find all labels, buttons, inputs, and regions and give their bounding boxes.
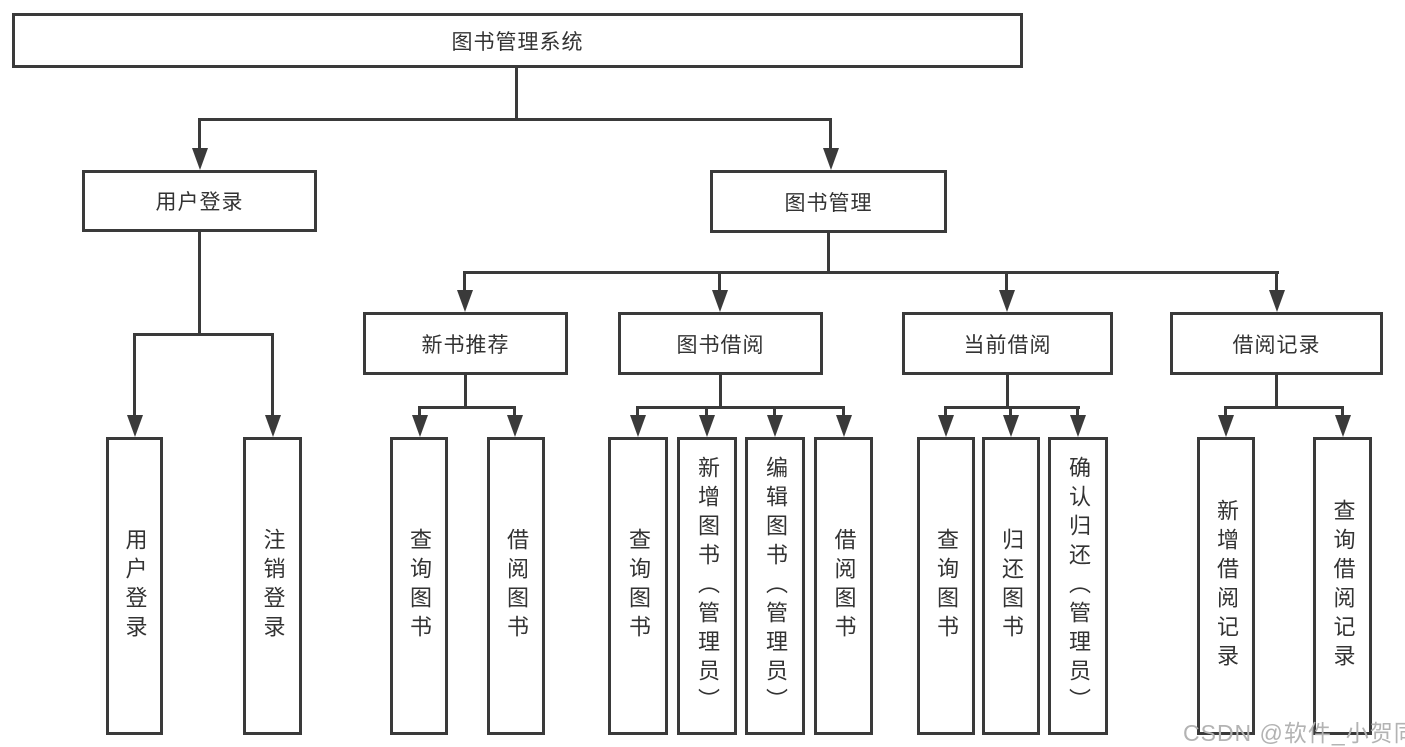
connector-stem-records xyxy=(1275,271,1278,294)
leaf-add-books-admin: 新增图书（管理员） xyxy=(677,437,737,735)
leaf-logout-login: 注销登录 xyxy=(243,437,302,735)
connector-recommend-stem xyxy=(464,375,467,408)
connector-stem xyxy=(944,406,947,420)
arrow-down-icon xyxy=(712,290,728,312)
connector-user-login-branch xyxy=(133,333,274,336)
connector-stem-leaf-user-login xyxy=(133,333,136,419)
connector-stem-book-management xyxy=(829,118,832,152)
node-label: 当前借阅 xyxy=(963,333,1052,357)
node-label: 图书借阅 xyxy=(676,333,765,357)
leaf-label: 用户登录 xyxy=(122,528,148,644)
leaf-borrow-books-borrow: 借阅图书 xyxy=(814,437,873,735)
leaf-label: 借阅图书 xyxy=(504,528,529,644)
connector-stem xyxy=(842,406,845,420)
arrow-down-icon xyxy=(938,415,954,437)
connector-stem-borrow xyxy=(718,271,721,294)
leaf-query-borrow-record: 查询借阅记录 xyxy=(1313,437,1372,735)
arrow-down-icon xyxy=(457,290,473,312)
leaf-label: 查询借阅记录 xyxy=(1330,499,1356,673)
arrow-down-icon xyxy=(412,415,428,437)
node-new-book-recommend: 新书推荐 xyxy=(363,312,568,375)
node-current-borrowing: 当前借阅 xyxy=(902,312,1113,375)
arrow-down-icon xyxy=(1269,290,1285,312)
node-label: 借阅记录 xyxy=(1232,333,1321,357)
node-library-management-system: 图书管理系统 xyxy=(12,13,1023,68)
leaf-label: 注销登录 xyxy=(260,528,286,644)
leaf-label: 确认归还（管理员） xyxy=(1066,455,1091,717)
leaf-label: 查询图书 xyxy=(934,528,959,644)
node-book-management: 图书管理 xyxy=(710,170,947,233)
node-label: 图书管理系统 xyxy=(451,30,584,54)
connector-book-management-stem xyxy=(827,233,830,273)
leaf-label: 归还图书 xyxy=(999,528,1024,644)
node-label: 用户登录 xyxy=(155,191,244,214)
arrow-down-icon xyxy=(192,148,208,170)
leaf-label: 查询图书 xyxy=(407,528,432,644)
leaf-add-borrow-record: 新增借阅记录 xyxy=(1197,437,1255,735)
connector-current-stem xyxy=(1006,375,1009,408)
arrow-down-icon xyxy=(630,415,646,437)
node-borrowing-records: 借阅记录 xyxy=(1170,312,1383,375)
connector-stem-user-login xyxy=(198,118,201,152)
connector-records-branch xyxy=(1224,406,1344,409)
leaf-query-books-current: 查询图书 xyxy=(917,437,975,735)
arrow-down-icon xyxy=(699,415,715,437)
connector-stem xyxy=(705,406,708,420)
connector-stem xyxy=(773,406,776,420)
connector-stem xyxy=(1341,406,1344,420)
connector-stem xyxy=(513,406,516,420)
connector-stem-recommend xyxy=(463,271,466,294)
arrow-down-icon xyxy=(767,415,783,437)
connector-borrow-branch xyxy=(636,406,845,409)
arrow-down-icon xyxy=(1218,415,1234,437)
node-label: 新书推荐 xyxy=(421,333,510,357)
leaf-return-books: 归还图书 xyxy=(982,437,1040,735)
arrow-down-icon xyxy=(507,415,523,437)
connector-recommend-branch xyxy=(418,406,516,409)
leaf-user-login: 用户登录 xyxy=(106,437,163,735)
leaf-query-books-borrow: 查询图书 xyxy=(608,437,668,735)
connector-stem xyxy=(1076,406,1079,420)
leaf-query-books-recommend: 查询图书 xyxy=(390,437,448,735)
csdn-watermark: CSDN @软件_小贺同学 xyxy=(1183,720,1405,746)
arrow-down-icon xyxy=(1335,415,1351,437)
connector-borrow-stem xyxy=(719,375,722,408)
connector-root-branch xyxy=(198,118,832,121)
connector-stem-leaf-logout xyxy=(271,333,274,419)
leaf-borrow-books-recommend: 借阅图书 xyxy=(487,437,545,735)
node-label: 图书管理 xyxy=(784,191,873,215)
connector-stem-current xyxy=(1005,271,1008,294)
arrow-down-icon xyxy=(836,415,852,437)
arrow-down-icon xyxy=(1003,415,1019,437)
node-book-borrowing: 图书借阅 xyxy=(618,312,823,375)
arrow-down-icon xyxy=(265,415,281,437)
leaf-label: 编辑图书（管理员） xyxy=(763,455,788,717)
arrow-down-icon xyxy=(999,290,1015,312)
leaf-label: 借阅图书 xyxy=(831,528,857,644)
connector-stem xyxy=(1224,406,1227,420)
leaf-label: 新增借阅记录 xyxy=(1214,499,1239,673)
leaf-label: 查询图书 xyxy=(626,528,651,644)
connector-stem xyxy=(418,406,421,420)
connector-stem xyxy=(636,406,639,420)
connector-root-stem xyxy=(515,68,518,120)
node-user-login: 用户登录 xyxy=(82,170,317,232)
arrow-down-icon xyxy=(127,415,143,437)
connector-current-branch xyxy=(944,406,1080,409)
arrow-down-icon xyxy=(1070,415,1086,437)
leaf-edit-books-admin: 编辑图书（管理员） xyxy=(745,437,805,735)
leaf-label: 新增图书（管理员） xyxy=(695,455,720,717)
connector-stem xyxy=(1009,406,1012,420)
connector-book-management-branch xyxy=(463,271,1279,274)
leaf-confirm-return-admin: 确认归还（管理员） xyxy=(1048,437,1108,735)
connector-user-login-stem xyxy=(198,232,201,336)
connector-records-stem xyxy=(1275,375,1278,408)
arrow-down-icon xyxy=(823,148,839,170)
